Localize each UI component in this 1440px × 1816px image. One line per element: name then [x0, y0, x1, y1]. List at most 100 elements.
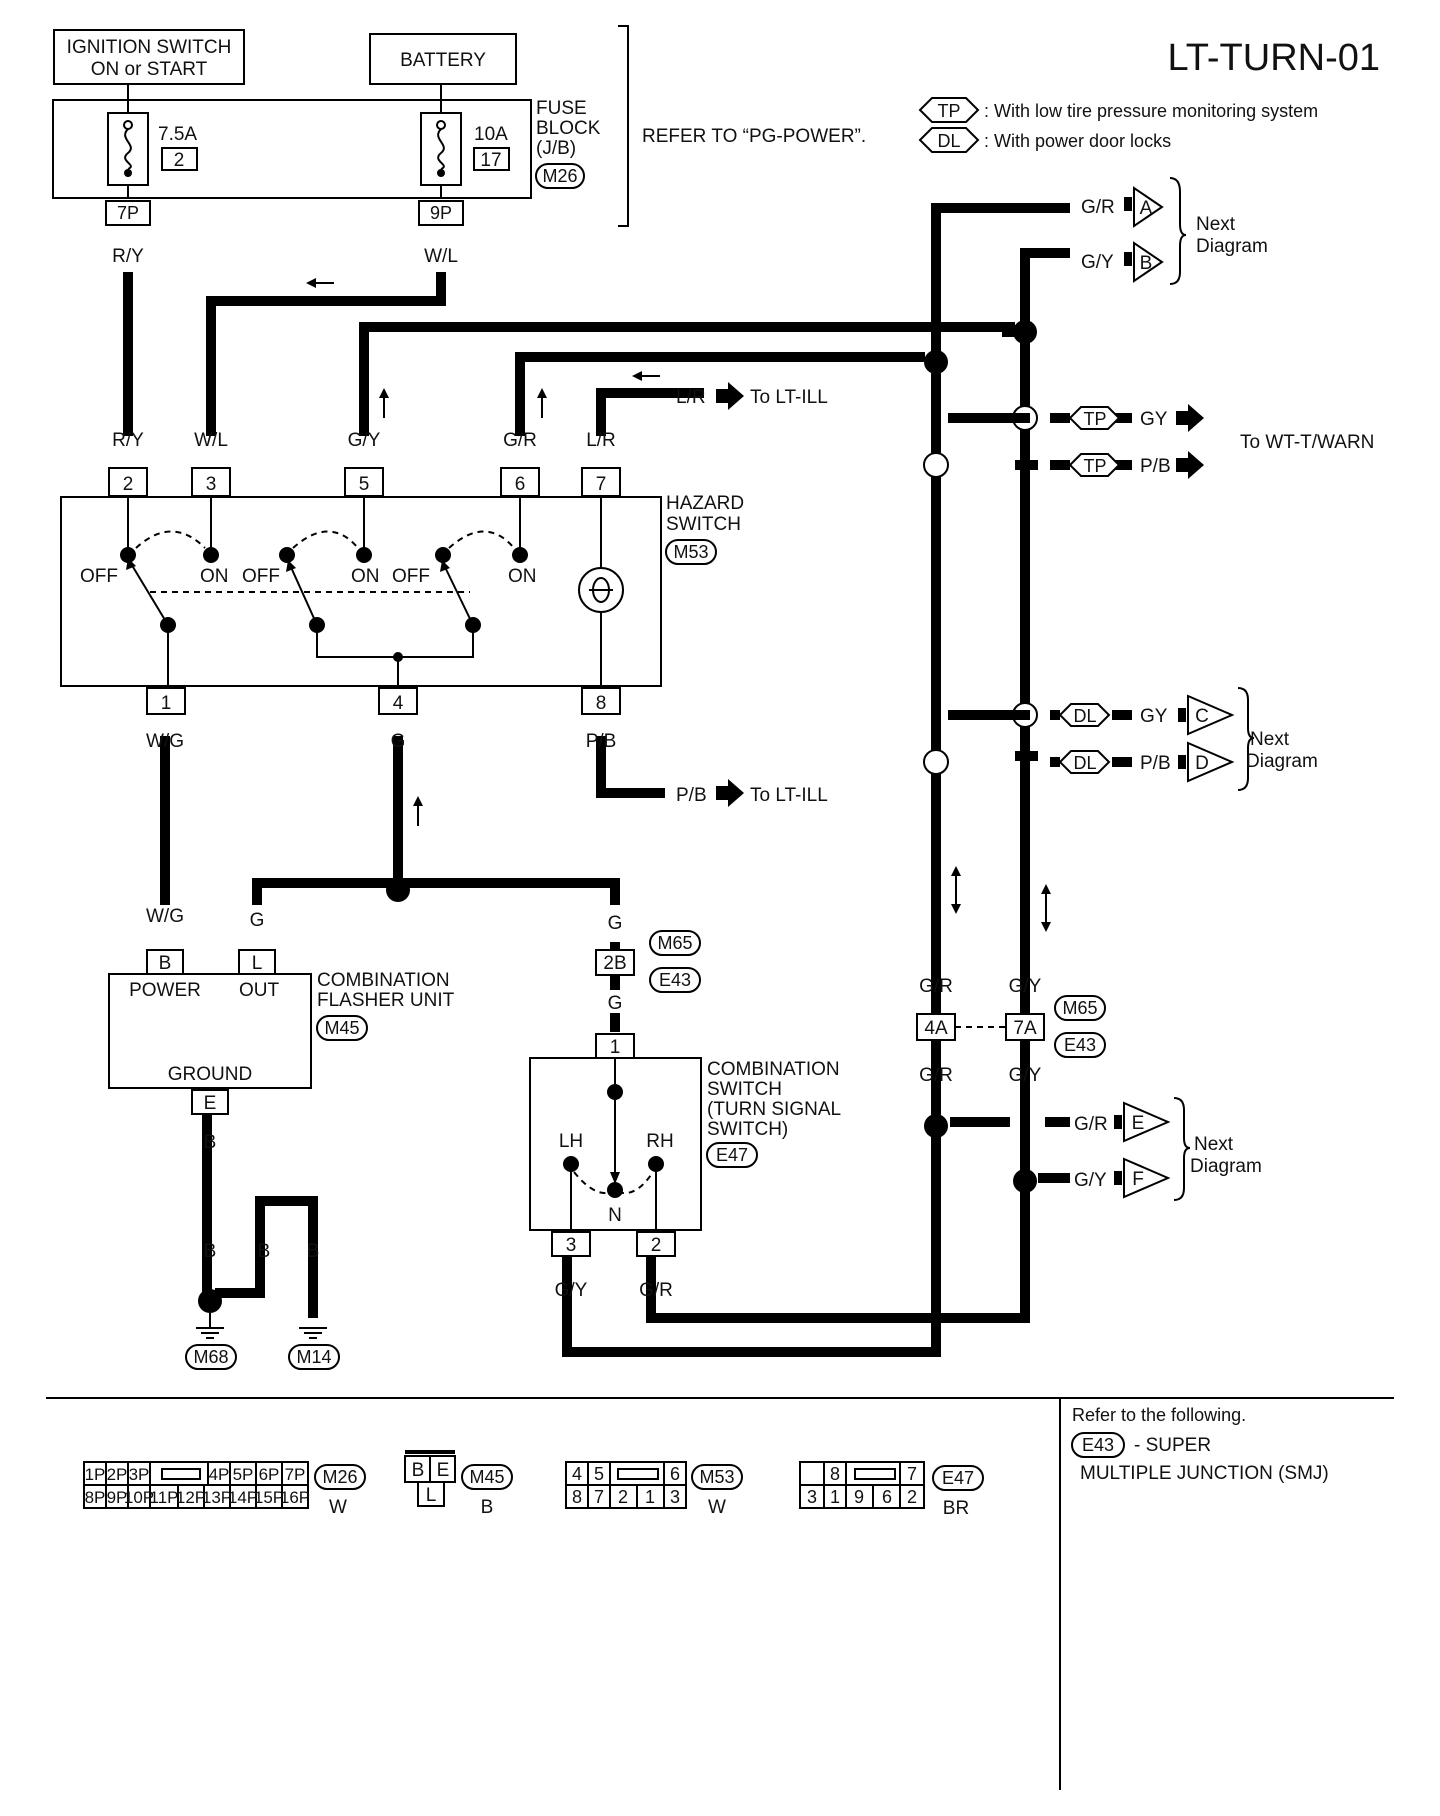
fuse-block-label-3: (J/B) [536, 138, 576, 159]
refer-tag: E43 [1082, 1435, 1114, 1455]
wires [123, 203, 1070, 1357]
next-diagram-ef-1: Next [1194, 1134, 1234, 1155]
lt-ill-lr-wire: L/R [676, 387, 706, 408]
turn-wire-lh: G/Y [555, 1280, 588, 1301]
hazard-t6: 6 [515, 474, 526, 495]
hazard-t8: 8 [596, 693, 607, 714]
wire-wl: W/L [194, 430, 228, 451]
turn-label-3: (TURN SIGNAL [707, 1099, 841, 1120]
m26-15p: 15P [254, 1488, 284, 1507]
hazard-t2: 2 [123, 474, 134, 495]
current-arrows [306, 278, 1051, 932]
junction-c1: M65 [1062, 998, 1097, 1018]
wire-wl-top: W/L [424, 246, 458, 267]
lt-ill-pb-wire: P/B [676, 785, 707, 806]
m26-color: W [329, 1497, 347, 1518]
m26-6p: 6P [259, 1465, 280, 1484]
flasher-t-power: B [159, 953, 172, 974]
m26-3p: 3P [129, 1465, 150, 1484]
m26-12p: 12P [176, 1488, 206, 1507]
hazard-label-1: HAZARD [666, 493, 744, 514]
turn-n: N [608, 1205, 622, 1226]
connector-m53: 4 5 6 8 7 2 1 3 M53 W [565, 1461, 743, 1518]
combination-switch: 1 LH RH N 3 2 G/Y G/R COMBINATION SWITCH… [529, 1033, 841, 1301]
next-diagram-ab-1: Next [1196, 214, 1236, 235]
flasher-t-out: L [252, 953, 263, 974]
ground-wire-2: B [258, 1241, 271, 1262]
connector-m45: B E L M45 B [404, 1450, 513, 1518]
wire-ry-top: R/Y [112, 246, 144, 267]
wire-g: G [391, 731, 406, 752]
next-diagram-ef-2: Diagram [1190, 1156, 1262, 1177]
refer-text-1: - SUPER [1134, 1435, 1211, 1456]
smj-2b: G 2B M65 E43 G [595, 913, 701, 1032]
junction-c2: E43 [1064, 1035, 1096, 1055]
tp-gy-wire: GY [1140, 409, 1168, 430]
wire-gr: G/R [503, 430, 537, 451]
hazard-switch: 2 3 5 6 7 R/Y W/L G/Y G/R L/R [60, 430, 744, 752]
junction-gr-1: G/R [919, 976, 953, 997]
out-b-tag: B [1140, 253, 1153, 274]
out-e-wire: G/R [1074, 1114, 1108, 1135]
m26-4p: 4P [209, 1465, 230, 1484]
fuse-block-connector: M26 [542, 166, 577, 186]
m45-color: B [481, 1497, 494, 1518]
out-c-wire: GY [1140, 706, 1168, 727]
refer-title: Refer to the following. [1072, 1405, 1246, 1425]
m45-b: B [412, 1460, 425, 1481]
lt-ill-to-2: To LT-ILL [750, 785, 828, 806]
splices [198, 320, 1038, 1313]
fuse1-amps: 7.5A [158, 124, 197, 145]
m45-e: E [437, 1460, 450, 1481]
e47-2: 2 [907, 1487, 917, 1507]
m26-13p: 13P [202, 1488, 232, 1507]
e47-6: 6 [882, 1487, 892, 1507]
fuse-block-label-1: FUSE [536, 98, 587, 119]
junction-7a: 7A [1013, 1018, 1037, 1039]
turn-rh: RH [646, 1131, 673, 1152]
turn-t-rh: 2 [651, 1235, 662, 1256]
fuse-terminal-9p: 9P [430, 203, 452, 223]
flasher-wire-power: W/G [146, 906, 184, 927]
grounds: B B B M68 M14 [185, 1241, 340, 1370]
e47-9: 9 [854, 1487, 864, 1507]
hazard-pos-on-1: ON [200, 566, 229, 587]
hazard-pos-off-3: OFF [392, 566, 430, 587]
battery-source: BATTERY [369, 33, 517, 100]
m26-1p: 1P [85, 1465, 106, 1484]
refer-text-2: MULTIPLE JUNCTION (SMJ) [1080, 1463, 1329, 1484]
hazard-connector: M53 [673, 542, 708, 562]
wire-wg: W/G [146, 731, 184, 752]
turn-connector: E47 [716, 1145, 748, 1165]
legend-tp-text: : With low tire pressure monitoring syst… [984, 101, 1318, 121]
m53-7: 7 [594, 1487, 604, 1507]
next-diagram-cd-2: Diagram [1246, 751, 1318, 772]
ignition-switch-source: IGNITION SWITCH ON or START [53, 29, 245, 100]
right-side-outputs: G/R A G/Y B Next Diagram TP GY TP P/B To… [916, 177, 1374, 1201]
tp-tag-2: TP [1083, 456, 1106, 476]
tp-tag-1: TP [1083, 409, 1106, 429]
flasher-power: POWER [129, 980, 201, 1001]
m53-5: 5 [594, 1464, 604, 1484]
tp-pb-wire: P/B [1140, 456, 1171, 477]
hazard-pos-on-2: ON [351, 566, 380, 587]
out-d-wire: P/B [1140, 753, 1171, 774]
m26-16p: 16P [280, 1488, 310, 1507]
page-title: LT-TURN-01 [1167, 37, 1380, 79]
m26-11p: 11P [150, 1488, 179, 1507]
next-diagram-ab-2: Diagram [1196, 236, 1268, 257]
wire-ry: R/Y [112, 430, 144, 451]
junction-gy-2: G/Y [1009, 1065, 1042, 1086]
m53-2: 2 [618, 1487, 628, 1507]
junction-gy-1: G/Y [1009, 976, 1042, 997]
wire-pb: P/B [586, 731, 617, 752]
out-a-wire: G/R [1081, 197, 1115, 218]
to-wt-warn: To WT-T/WARN [1240, 432, 1374, 453]
wire-gy: G/Y [348, 430, 381, 451]
fuse2-no: 17 [480, 150, 501, 171]
m45-id: M45 [469, 1467, 504, 1487]
m26-9p: 9P [107, 1488, 128, 1507]
dl-tag-2: DL [1073, 753, 1096, 773]
m26-5p: 5P [233, 1465, 254, 1484]
